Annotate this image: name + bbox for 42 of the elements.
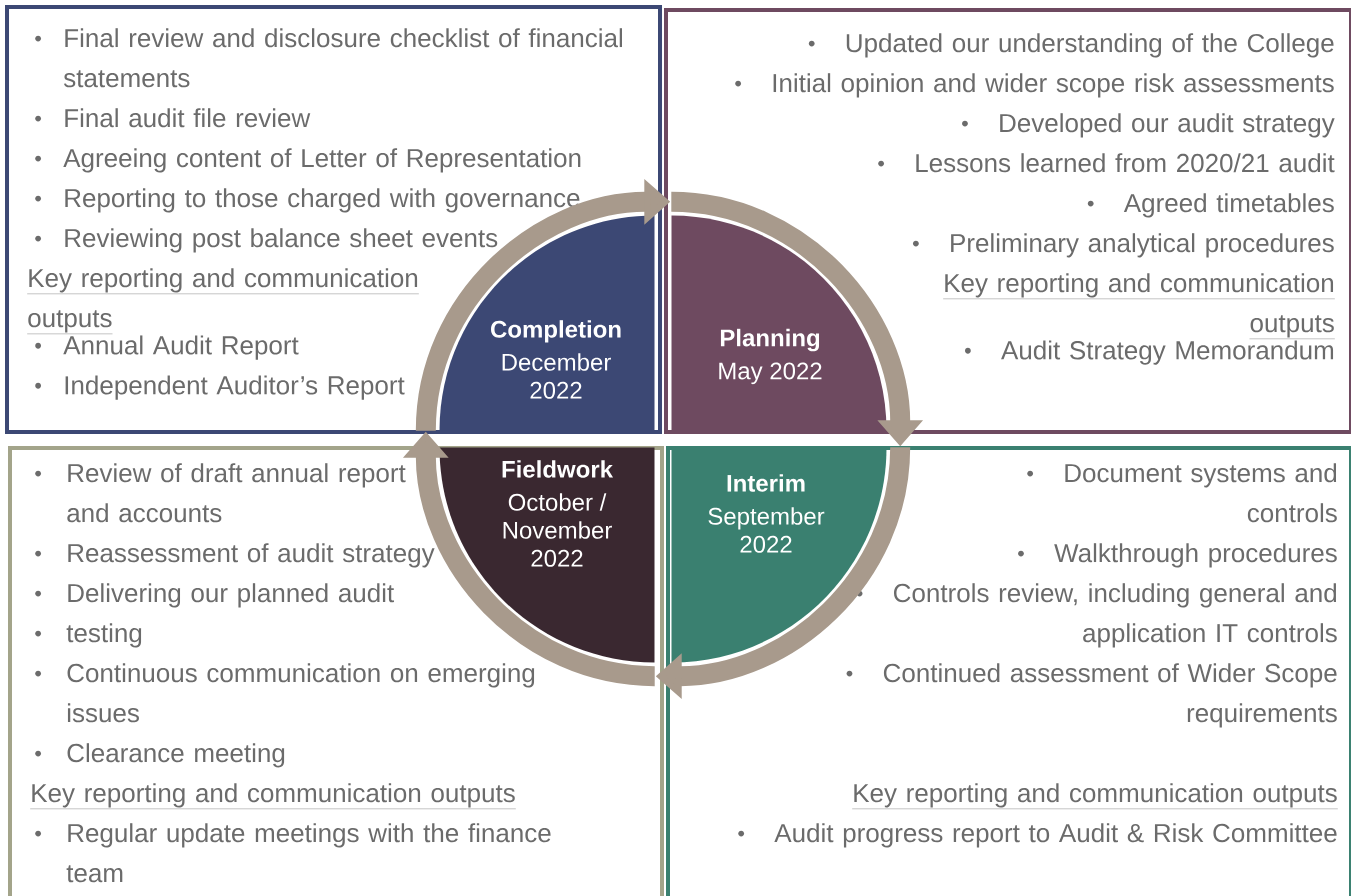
bullet-text: Lessons learned from 2020/21 audit (916, 153, 1335, 173)
bullet-text: Final audit file review (65, 108, 311, 128)
text-panel (666, 446, 1351, 896)
bullet-text: Reassessment of audit strategy (68, 543, 435, 568)
bullet-text: Continued assessment of Wider Scope requirements (883, 663, 1337, 728)
bullet-text: Initial opinion and wider scope risk assessments (773, 73, 1334, 98)
bullet-text: Annual Audit Report (63, 335, 299, 360)
underlined-heading: Key reporting and communication outputs (852, 783, 1338, 810)
bullet-text: Updated our understanding of the College (846, 33, 1334, 58)
text-panel (8, 446, 664, 896)
bullet-text: Audit Strategy Memorandum (1001, 340, 1334, 365)
bullet-text: Review of draft annual report and accounts (67, 463, 406, 523)
node-label: May 2022 (719, 362, 822, 385)
bullet-text: Continuous communication on emerging issues (67, 663, 535, 723)
underlined-heading: Key reporting and communication outputs (942, 273, 1335, 340)
underlined-heading: Key reporting and communication outputs (30, 783, 516, 810)
text-panel (664, 8, 1351, 434)
bullet-text: Clearance meeting (67, 743, 285, 768)
node-label: Planning (720, 328, 820, 352)
bullet-text: Controls review, including general and application IT controls (894, 583, 1337, 648)
bullet-text: Final review and disclosure checklist of financial statements (63, 28, 622, 88)
node-label: September 2022 (708, 507, 825, 553)
node-label: Interim (727, 474, 805, 492)
phase-sector: Planning May 2022 (671, 215, 887, 431)
bullet-text: testing (66, 623, 142, 648)
bullet-text: Document systems and controls (1065, 463, 1337, 523)
bullet-text: Agreeing content of Letter of Representation (63, 148, 581, 173)
bullet-text: Walkthrough procedures (1054, 543, 1337, 568)
bullet-text: Audit progress report to Audit & Risk Committee (774, 823, 1337, 848)
node-label: Completion (491, 320, 621, 343)
phase-sector: Interim September 2022 (671, 447, 887, 663)
node-label: December 2022 (502, 353, 611, 399)
bullet-text: Agreed timetables (1123, 193, 1334, 218)
bullet-text: Regular update meetings with the finance team (66, 823, 551, 883)
text-panel (5, 5, 662, 434)
bullet-text: Delivering our planned audit (68, 583, 394, 608)
underlined-heading: Key reporting and communication outputs (27, 268, 420, 335)
bullet-text: Preliminary analytical procedures (951, 233, 1334, 258)
phase-sector: Fieldwork October / November 2022 (439, 447, 655, 663)
bullet-text: Developed our audit strategy (1000, 113, 1335, 138)
bullet-text: Independent Auditor’s Report (65, 375, 405, 400)
bullet-text: Reporting to those charged with governance (65, 188, 580, 213)
